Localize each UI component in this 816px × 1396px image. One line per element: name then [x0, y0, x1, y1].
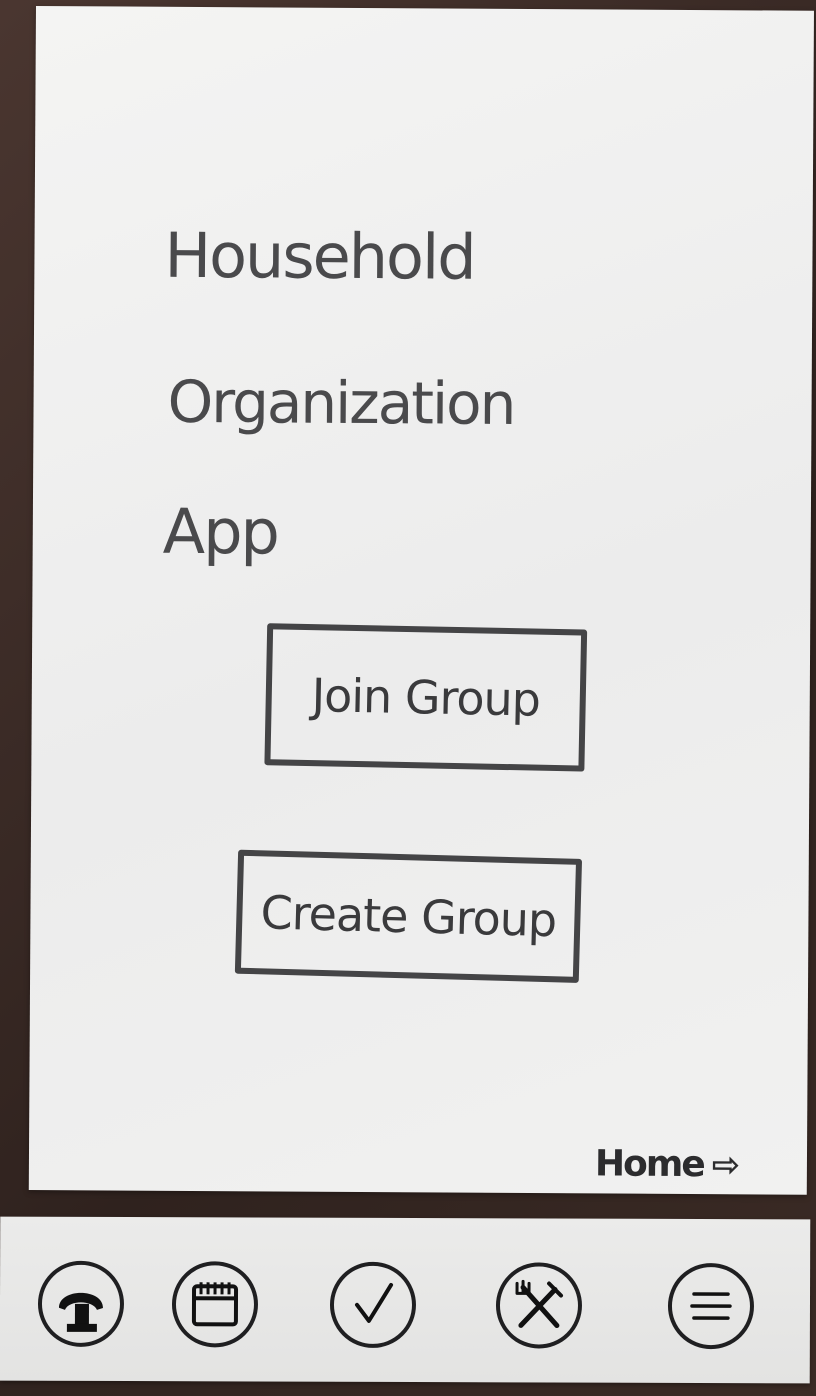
- app-title-line-3: App: [162, 494, 279, 569]
- paper-screen: Household Organization App Join Group Cr…: [28, 6, 814, 1195]
- tab-chores[interactable]: [37, 1260, 125, 1348]
- join-group-button[interactable]: Join Group: [264, 623, 588, 772]
- app-title-line-2: Organization: [167, 367, 515, 438]
- home-link[interactable]: Home ⇨: [595, 1143, 739, 1185]
- right-arrow-icon: ⇨: [711, 1144, 739, 1185]
- home-link-label: Home: [594, 1143, 704, 1186]
- create-group-button[interactable]: Create Group: [234, 849, 583, 983]
- tab-tasks[interactable]: [329, 1261, 417, 1349]
- menu-icon: [686, 1286, 736, 1326]
- tab-calendar[interactable]: [171, 1261, 259, 1348]
- calendar-icon: [189, 1278, 241, 1330]
- bottom-tab-bar: [0, 1216, 811, 1384]
- app-title-line-1: Household: [164, 218, 475, 294]
- fork-knife-icon: [511, 1277, 567, 1333]
- checkmark-icon: [347, 1279, 399, 1331]
- toilet-plunger-icon: [53, 1274, 109, 1334]
- tab-menu[interactable]: [667, 1262, 755, 1350]
- tab-meals[interactable]: [495, 1262, 583, 1349]
